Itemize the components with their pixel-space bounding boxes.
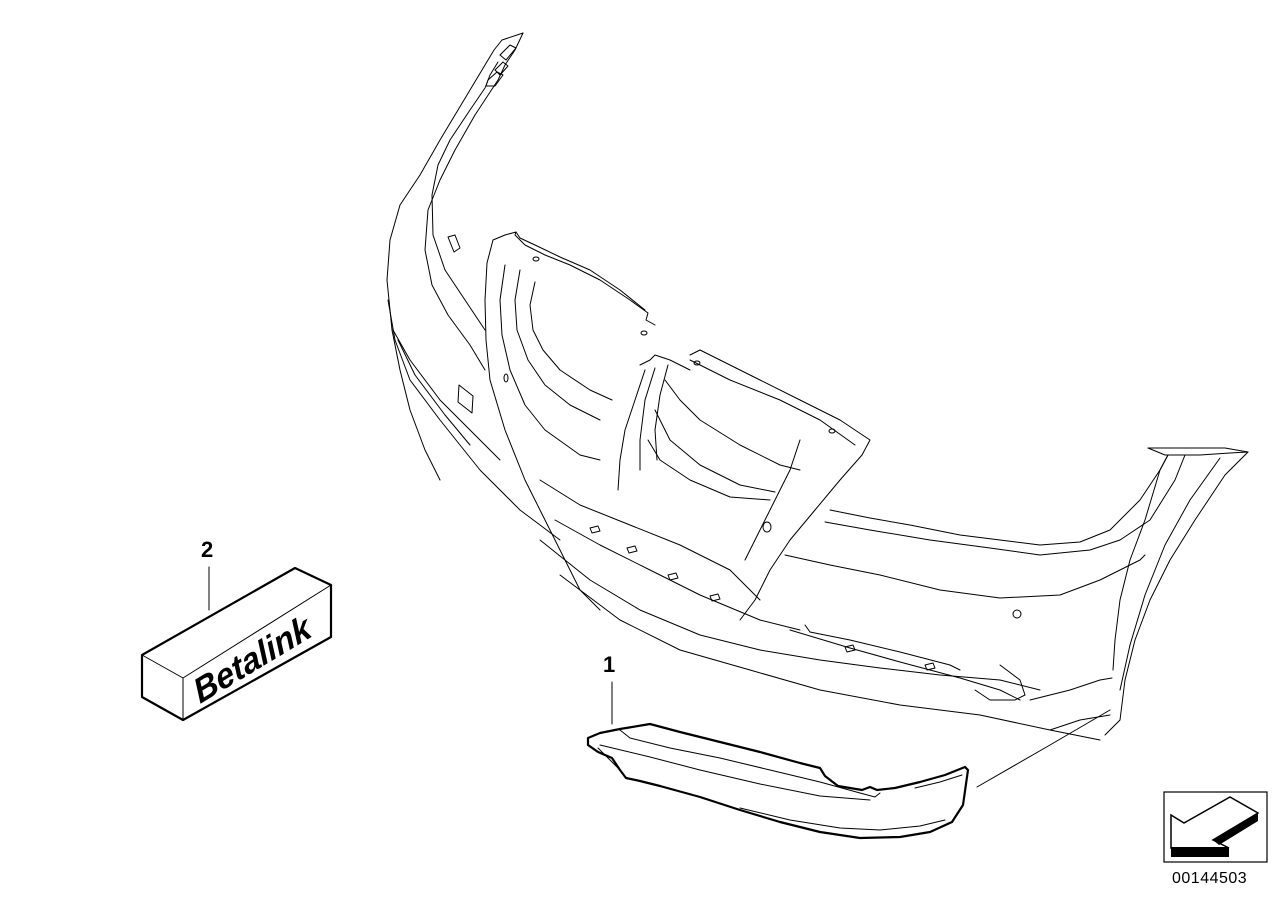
callout-1: 1 xyxy=(603,652,616,677)
callout-2: 2 xyxy=(201,537,214,562)
part-2-betalink-box[interactable]: Betalink xyxy=(140,566,333,722)
document-number: 00144503 xyxy=(1172,870,1248,887)
front-bumper-drawing xyxy=(386,32,1249,788)
navigation-arrow-icon[interactable] xyxy=(1163,791,1268,863)
betalink-label: Betalink xyxy=(188,607,318,711)
part-1-trim-panel[interactable] xyxy=(586,722,970,840)
